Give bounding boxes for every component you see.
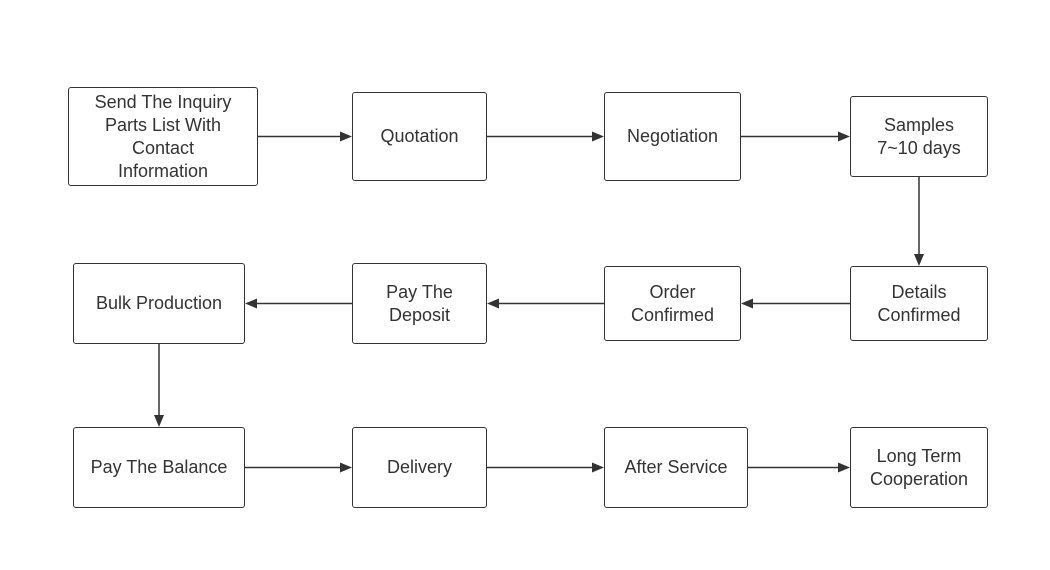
step-send-inquiry: Send The Inquiry Parts List With Contact… <box>68 87 258 186</box>
arrow-head-icon <box>741 298 753 309</box>
arrow-head-icon <box>592 131 604 142</box>
step-long-term-cooperation: Long Term Cooperation <box>850 427 988 508</box>
arrow-balance-to-delivery <box>245 462 352 473</box>
step-negotiation-label: Negotiation <box>626 126 719 146</box>
arrow-quotation-to-negotiation <box>487 131 604 142</box>
arrow-head-icon <box>245 298 257 309</box>
arrow-inquiry-to-quotation <box>258 131 352 142</box>
arrow-head-icon <box>487 298 499 309</box>
arrow-deposit-to-bulk <box>245 298 352 309</box>
step-order-confirmed-label: Order Confirmed <box>630 281 715 325</box>
arrow-bulk-to-balance <box>154 344 164 427</box>
arrow-head-icon <box>838 462 850 473</box>
step-samples: Samples 7~10 days <box>850 96 988 177</box>
step-long-term-cooperation-label: Long Term Cooperation <box>869 445 969 489</box>
arrow-delivery-to-after_service <box>487 462 604 473</box>
arrow-details-to-order <box>741 298 850 309</box>
step-bulk-production-label: Bulk Production <box>95 293 223 313</box>
arrow-negotiation-to-samples <box>741 131 850 142</box>
arrow-order-to-deposit <box>487 298 604 309</box>
arrow-head-icon <box>592 462 604 473</box>
step-pay-deposit-label: Pay The Deposit <box>386 281 453 325</box>
step-delivery: Delivery <box>352 427 487 508</box>
step-quotation-label: Quotation <box>380 126 459 146</box>
step-details-confirmed-label: Details Confirmed <box>877 281 961 325</box>
step-order-confirmed: Order Confirmed <box>604 266 741 341</box>
arrow-head-icon <box>838 131 850 142</box>
step-details-confirmed: Details Confirmed <box>850 266 988 341</box>
arrow-head-icon <box>914 254 924 266</box>
step-pay-balance-label: Pay The Balance <box>90 457 228 477</box>
step-samples-label: Samples 7~10 days <box>877 114 961 158</box>
arrow-samples-to-details <box>914 177 924 266</box>
step-quotation: Quotation <box>352 92 487 181</box>
step-negotiation: Negotiation <box>604 92 741 181</box>
step-pay-deposit: Pay The Deposit <box>352 263 487 344</box>
arrow-after_service-to-cooperation <box>748 462 850 473</box>
step-send-inquiry-label: Send The Inquiry Parts List With Contact… <box>94 91 232 181</box>
step-after-service-label: After Service <box>624 457 728 477</box>
step-pay-balance: Pay The Balance <box>73 427 245 508</box>
step-bulk-production: Bulk Production <box>73 263 245 344</box>
arrow-head-icon <box>340 462 352 473</box>
step-after-service: After Service <box>604 427 748 508</box>
step-delivery-label: Delivery <box>386 457 452 477</box>
arrow-head-icon <box>340 131 352 142</box>
arrow-head-icon <box>154 415 164 427</box>
